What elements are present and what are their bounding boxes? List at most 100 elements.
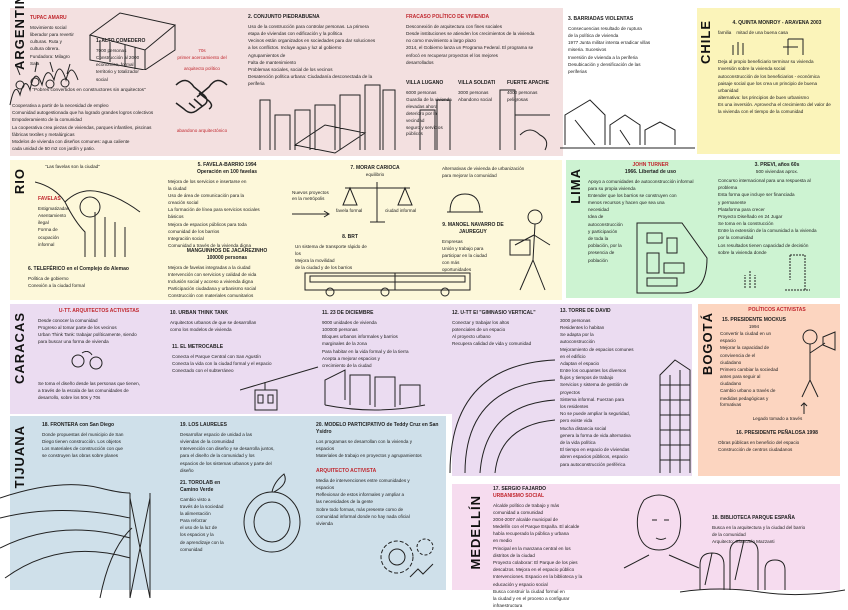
- line: primer acercamiento del: [177, 55, 227, 61]
- block-title: 16. PRESIDENTE PEÑALOSA 1998: [736, 430, 818, 436]
- line: genera la forma de vida alternativa: [560, 432, 631, 438]
- line: Los materiales de construcción con que: [42, 446, 123, 452]
- line: el uso de la luz de: [180, 525, 218, 531]
- line: Busca en la arquitectura y la ciudad del…: [712, 524, 806, 530]
- line: de aprendizaje con la: [180, 539, 224, 545]
- line: Donde propuestas del municipio de San: [42, 431, 124, 437]
- line: marginales de la zona: [322, 341, 367, 347]
- line: Urban Think Tank: trabajar políticamente…: [38, 332, 137, 338]
- arquitecto-activista-block: ARQUITECTO ACTIVISTA Media de intervenci…: [316, 468, 443, 528]
- line: periferia: [248, 81, 265, 87]
- line: Entre la extensión de la comunidad a la …: [718, 228, 817, 234]
- caracas-panel: [10, 304, 692, 414]
- line: etapa de viviendas con edificación y la …: [248, 30, 343, 36]
- line: Servicios y sistema de gestión de: [560, 382, 629, 388]
- lima-panel: [566, 160, 840, 298]
- line: población, por la: [588, 243, 622, 249]
- line: autoconstrucción: [560, 339, 595, 345]
- line: autoconstrucción: [588, 221, 623, 227]
- line: Comunidad a través de la vivienda digna: [168, 243, 251, 249]
- country-label-rio: RIO: [12, 168, 27, 195]
- line: la ciudad: [168, 185, 187, 191]
- block-title: 17. SERGIO FAJARDO: [493, 486, 547, 492]
- line: de la ciudad y de los barrios: [295, 265, 353, 271]
- line: desarrollo, sobre los 50s y 70s: [38, 395, 101, 401]
- line: Concurso internacional para una respuest…: [718, 177, 811, 183]
- line: Integración social: [168, 236, 204, 241]
- brt-block: 8. BRT Un sistema de transporte rápido d…: [295, 234, 405, 273]
- line: Abandono social: [458, 96, 492, 102]
- line: Conectado con el subterráneo: [172, 368, 234, 374]
- line: Proyecto colaborar: El Parque de los pie…: [493, 560, 578, 565]
- utt-activists-block: U-TT. ARQUITECTOS ACTIVISTAS Desde conoc…: [38, 308, 160, 402]
- block-subtitle: 1994: [748, 323, 760, 329]
- argentina-bottom-text: Cooperativa a partir de la necesidad de …: [12, 103, 164, 153]
- line: Falta de mantenimiento: [248, 59, 297, 65]
- line: para mejorar la comunidad: [442, 173, 497, 179]
- line: espacios de los sistemas urbanos y parte…: [180, 460, 272, 466]
- line: espacio: [720, 338, 736, 344]
- line: Mejoramiento de espacios comunes: [560, 346, 634, 352]
- frontera-block: 18. FRONTERA con San Diego Donde propues…: [42, 422, 137, 461]
- line: informal: [38, 241, 55, 247]
- line: social: [96, 76, 108, 82]
- block-title: 11. EL METROCABLE: [172, 344, 224, 350]
- line: la ciudad y en el proceso a configurar: [493, 595, 570, 601]
- line: en medio: [493, 538, 512, 544]
- line: viviendas de la comunidad: [180, 438, 235, 444]
- line: Desconexión de arquitectura con fines so…: [406, 23, 503, 29]
- block-title: 20. MODELO PARTICIPATIVO de Teddy Cruz e…: [316, 422, 439, 435]
- cable-car-icon: [240, 366, 319, 411]
- scale-right-label: ciudad informal: [385, 208, 417, 213]
- line: oportunidades: [442, 267, 472, 273]
- line: antes para seguir al: [720, 374, 761, 380]
- line: había recuperado la pública y urbana: [493, 531, 569, 537]
- piedrabuena-block: 2. CONJUNTO PIEDRABUENA Uso de la constr…: [248, 14, 393, 88]
- family-house-icon: [732, 38, 804, 55]
- block-title: VILLA SOLDATI: [458, 80, 496, 86]
- house-sketch: [88, 12, 177, 70]
- line: infraestructura: [493, 603, 523, 609]
- block-title: 2. CONJUNTO PIEDRABUENA: [248, 14, 320, 20]
- block-subtitle: 500 viviendas aprox.: [755, 168, 799, 174]
- country-label-bogota: BOGOTÁ: [700, 312, 715, 376]
- line: Proyecto Diseñado en 24 Jugar: [718, 213, 783, 219]
- line: Mucha distancia social: [560, 425, 607, 431]
- line: convivencia de el: [720, 352, 756, 358]
- line: Los programas se desarrollan con la vivi…: [316, 438, 413, 444]
- favela-barrio-block: 5. FAVELA-BARRIO 1994 Operación en 100 f…: [168, 162, 286, 250]
- line: Construcción al 2000: [96, 54, 140, 60]
- line: a través de la escala de las comunidades…: [38, 387, 129, 393]
- tower-sketch: [659, 359, 691, 473]
- line: ilegal: [38, 220, 49, 226]
- line: Para reforzar: [180, 518, 207, 524]
- line: medidas pedagógicas y formativas: [720, 395, 769, 407]
- block-subtitle: equilibrio: [365, 171, 385, 177]
- urban-think-tank-block: 10. URBAN THINK TANK Arquitectos urbanos…: [170, 310, 295, 334]
- line: Sistema informal. Fuerzan para: [560, 396, 625, 402]
- block-title: 19. LOS LAURELES: [180, 422, 227, 428]
- line: Idea de: [588, 214, 604, 220]
- line: proyectos: [560, 389, 580, 395]
- medellin-panel: [452, 484, 840, 590]
- line: Movimiento social: [30, 24, 67, 30]
- rio-quote: "Las favelas son la ciudad": [45, 164, 100, 169]
- block-title: 9. MANOEL NAVARRO DE JAUREGUY: [442, 222, 504, 235]
- line: Reflexionar de estos informales y amplia…: [316, 492, 405, 498]
- block-subtitle: Operación en 100 favelas: [196, 168, 258, 175]
- line: Problemas sociales, social de los vecino…: [248, 66, 333, 72]
- line: liberador para revertir: [30, 31, 74, 37]
- line: Cambio visto a: [180, 496, 211, 502]
- arrow-up-icon: [800, 402, 808, 414]
- line: Conexión a la ciudad formal: [28, 282, 85, 288]
- line: 4000 personas: [507, 89, 538, 95]
- line: Vecinos están organizados en sociedades …: [248, 38, 376, 44]
- houses-sketch: [560, 99, 695, 149]
- line: comunidad: [180, 546, 203, 552]
- line: participar en la ciudad: [442, 252, 487, 258]
- line: económica, formal: [96, 62, 134, 68]
- line: Intervenciones. Espacio en la biblioteca…: [493, 574, 583, 580]
- line: peligrosas: [507, 96, 528, 102]
